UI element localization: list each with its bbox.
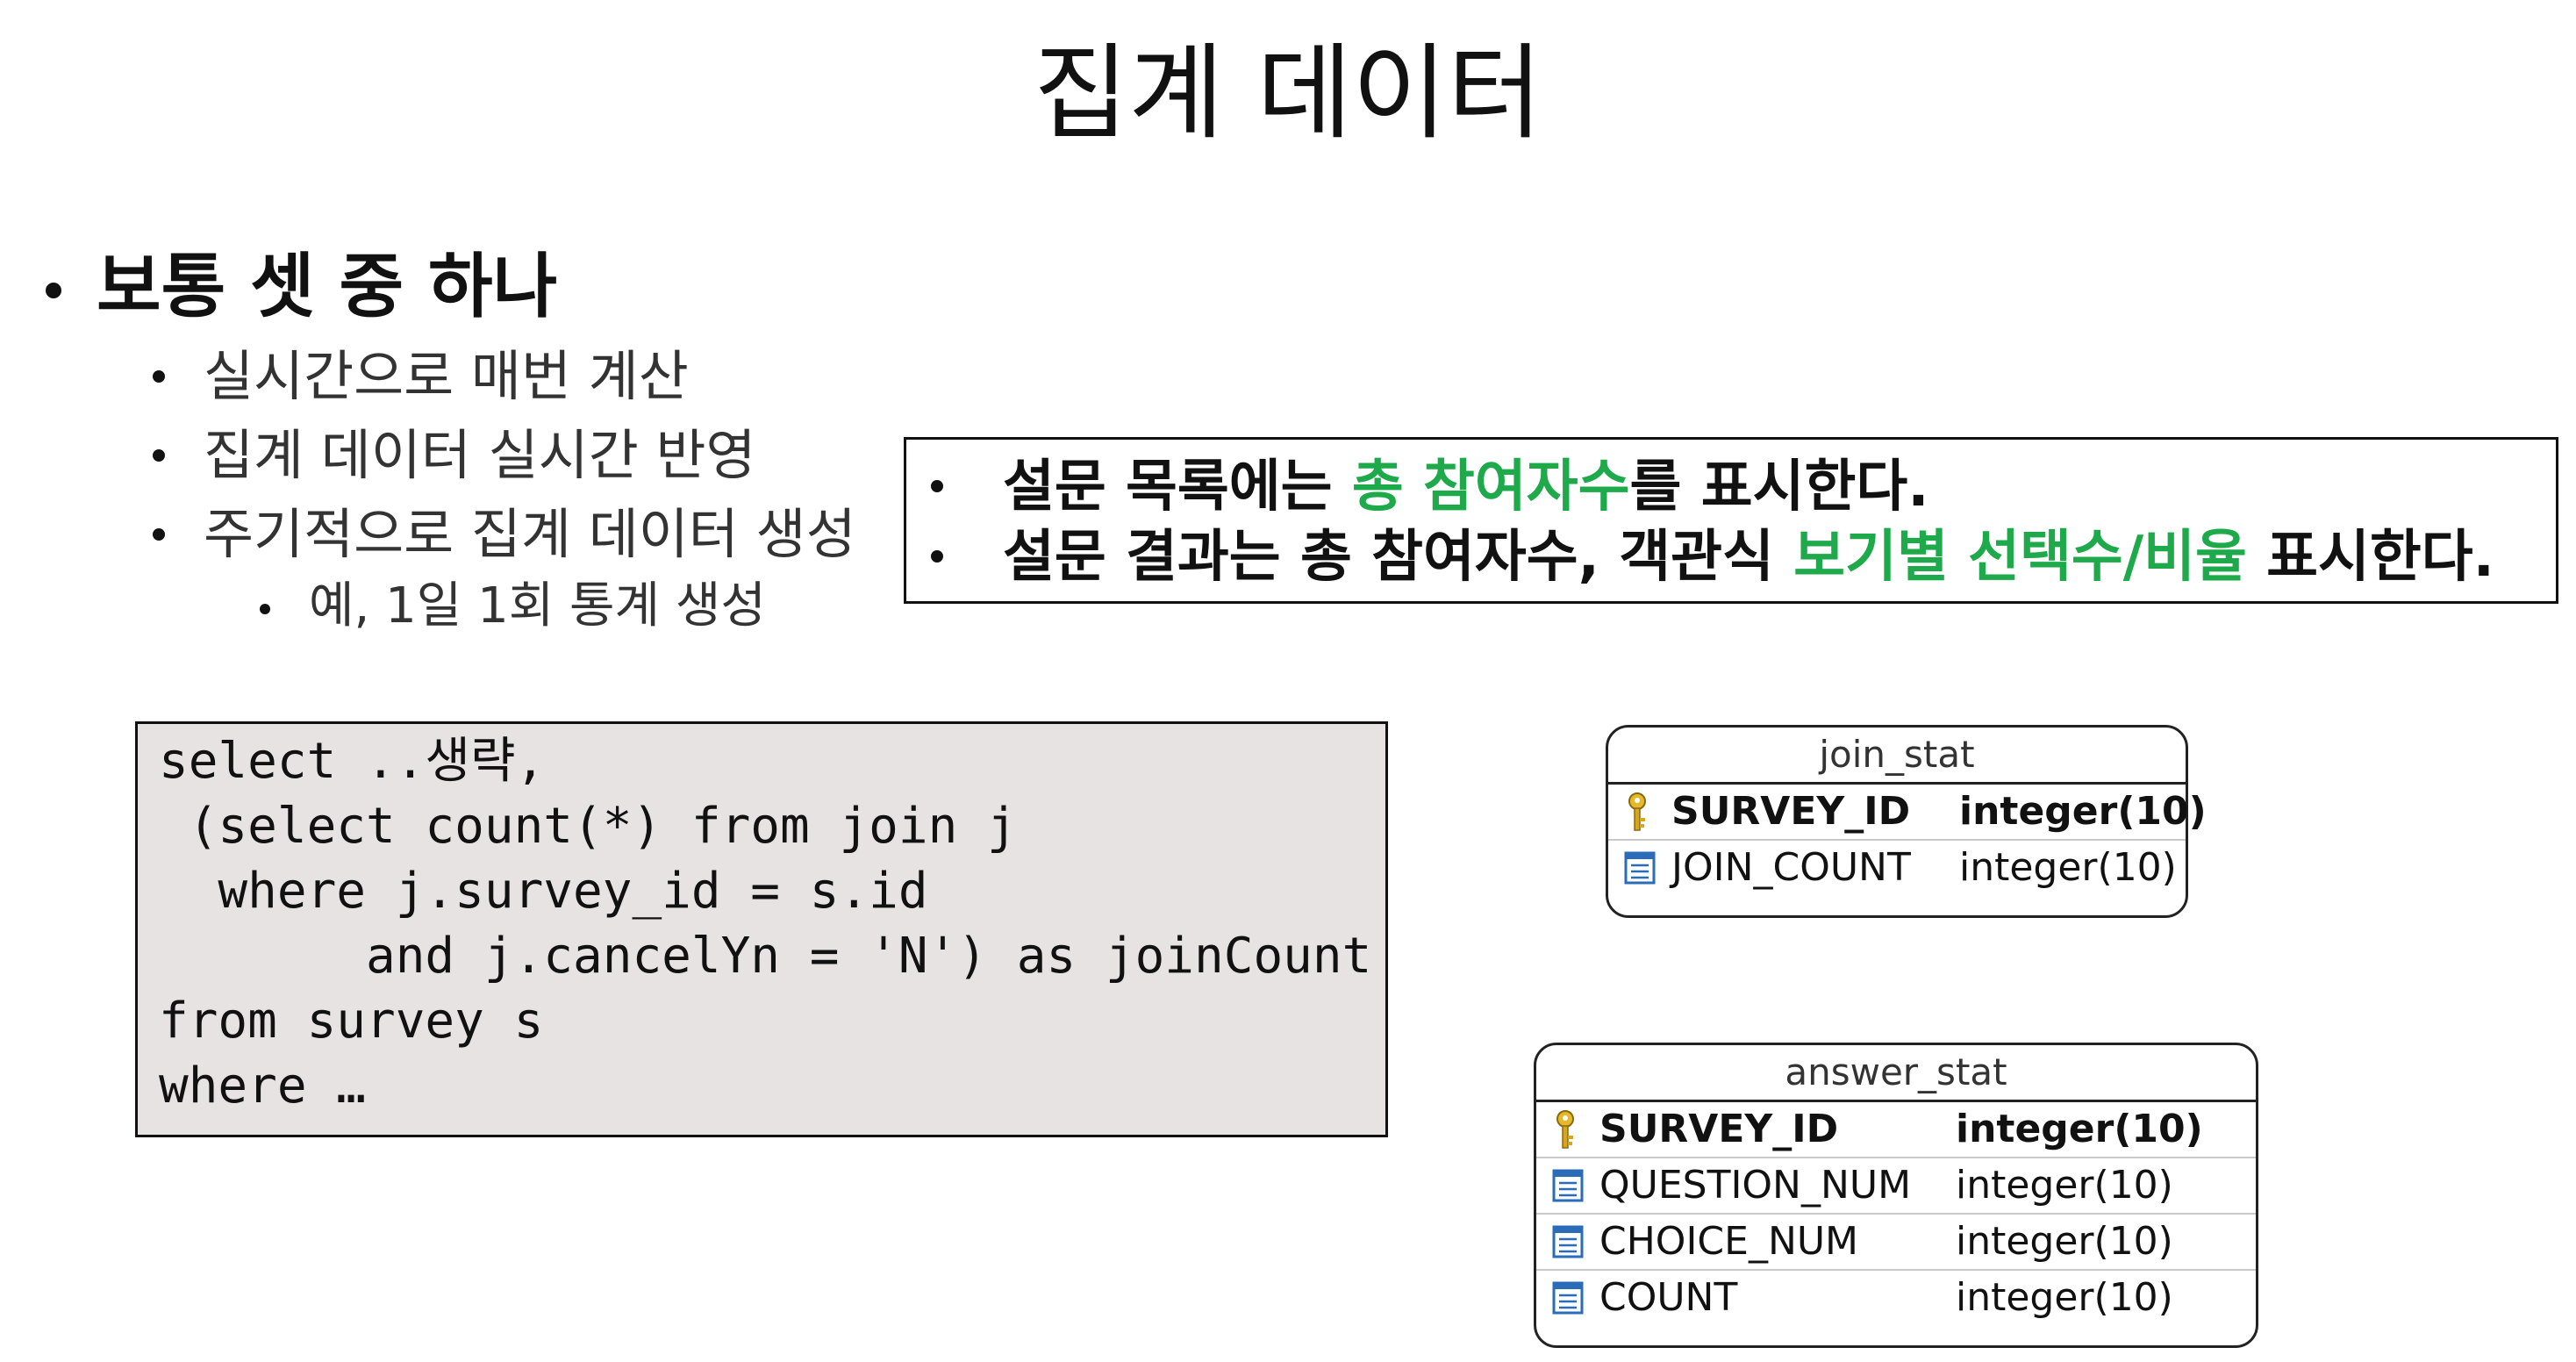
er-table-answer-stat: answer_stat SURVEY_ID integer(10) QUESTI… xyxy=(1534,1043,2258,1348)
bullet-dot xyxy=(260,604,270,614)
bullet-dot xyxy=(153,449,165,462)
column-icon xyxy=(1552,1281,1584,1315)
er-table-join-stat: join_stat SURVEY_ID integer(10) JOIN_COU… xyxy=(1606,725,2207,918)
table-name: join_stat xyxy=(1608,728,2186,785)
column-name: COUNT xyxy=(1599,1275,1738,1320)
requirement-line-1: 설문 목록에는 총 참여자수를 표시한다. xyxy=(1003,452,1929,522)
code-line: where j.survey_id = s.id xyxy=(159,863,928,920)
table-row: SURVEY_ID integer(10) xyxy=(1608,785,2207,841)
bullet-dot xyxy=(46,283,61,298)
bullet-dot xyxy=(153,370,165,383)
bullet-sub-3: 주기적으로 집계 데이터 생성 xyxy=(204,502,856,566)
requirement-line-2: 설문 결과는 총 참여자수, 객관식 보기별 선택수/비율 표시한다. xyxy=(1003,522,2494,592)
code-line: where … xyxy=(159,1057,367,1115)
column-name: QUESTION_NUM xyxy=(1599,1163,1912,1208)
text: 를 표시한다. xyxy=(1629,455,1929,520)
table-row: JOIN_COUNT integer(10) xyxy=(1608,841,2186,895)
table-row: CHOICE_NUM integer(10) xyxy=(1536,1215,2256,1271)
text: 표시한다. xyxy=(2246,525,2494,590)
column-icon xyxy=(1624,851,1656,885)
code-line: from survey s xyxy=(159,993,544,1050)
bullet-dot xyxy=(153,528,165,541)
column-type: integer(10) xyxy=(1956,1275,2173,1320)
code-line: and j.cancelYn = 'N') as joinCount xyxy=(159,928,1372,985)
text: 설문 결과는 총 참여자수, 객관식 xyxy=(1003,525,1794,590)
table-row: COUNT integer(10) xyxy=(1536,1271,2256,1325)
table-row: QUESTION_NUM integer(10) xyxy=(1536,1158,2256,1215)
bullet-dot xyxy=(931,480,943,492)
bullet-main: 보통 셋 중 하나 xyxy=(97,246,558,327)
column-type: integer(10) xyxy=(1959,789,2207,834)
column-type: integer(10) xyxy=(1959,845,2177,890)
column-icon xyxy=(1552,1225,1584,1258)
column-name: JOIN_COUNT xyxy=(1671,845,1911,890)
bullet-subsub: 예, 1일 1회 통계 생성 xyxy=(309,577,766,634)
highlight-text: 총 참여자수 xyxy=(1351,455,1630,520)
bullet-sub-1: 실시간으로 매번 계산 xyxy=(204,344,689,408)
column-icon xyxy=(1552,1169,1584,1202)
sql-code-block: select ..생략, (select count(*) from join … xyxy=(135,721,1388,1137)
key-icon xyxy=(1556,1110,1574,1149)
bullet-sub-2: 집계 데이터 실시간 반영 xyxy=(204,423,756,487)
requirement-box: 설문 목록에는 총 참여자수를 표시한다. 설문 결과는 총 참여자수, 객관식… xyxy=(904,437,2558,604)
column-type: integer(10) xyxy=(1956,1163,2173,1208)
key-icon xyxy=(1628,792,1646,831)
text: 설문 목록에는 xyxy=(1003,455,1352,520)
column-name: SURVEY_ID xyxy=(1671,789,1911,834)
column-name: CHOICE_NUM xyxy=(1599,1219,1859,1264)
column-type: integer(10) xyxy=(1956,1219,2173,1264)
table-row: SURVEY_ID integer(10) xyxy=(1536,1102,2256,1158)
table-name: answer_stat xyxy=(1536,1045,2256,1102)
code-line: select ..생략, xyxy=(159,733,546,790)
highlight-text: 보기별 선택수/비율 xyxy=(1793,525,2247,590)
column-name: SURVEY_ID xyxy=(1599,1107,1839,1151)
column-type: integer(10) xyxy=(1956,1107,2203,1151)
page-title: 집계 데이터 xyxy=(1033,32,1543,154)
bullet-dot xyxy=(931,550,943,563)
code-line: (select count(*) from join j xyxy=(159,798,1017,855)
